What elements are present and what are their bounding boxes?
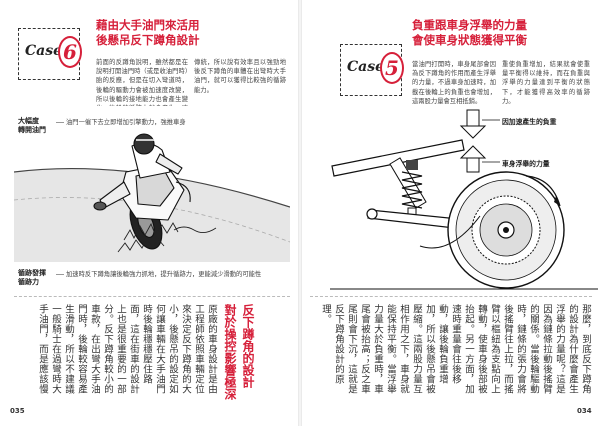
page-number: 035 — [10, 407, 25, 415]
case-badge: Case 5 — [340, 44, 404, 96]
label-traction-line1: 循跡發揮 — [18, 268, 46, 277]
case-word: Case — [25, 43, 63, 59]
label-throttle-line1: 大幅度 — [18, 116, 39, 125]
book-gutter — [298, 0, 302, 426]
desc-throttle: 油門一催下去立即增加引擎動力，強推車身 — [66, 119, 186, 126]
cornering-illustration — [14, 112, 290, 262]
intro-text-col1: 當油門打開時，車身尾部會因為反下蹲角的作用而產生浮舉的力量，不過車身加速時，加載… — [412, 61, 496, 104]
suspension-diagram — [330, 106, 598, 292]
page-title-line1: 藉由大手油門來活用 — [96, 18, 200, 32]
label-traction: 循跡發揮 循跡力 — [18, 268, 46, 286]
label-throttle-line2: 轉開油門 — [18, 125, 46, 134]
intro-text-col1: 前面的反蹲角說明，雖然都是在說明打開油門時（或是收油門時）胎的反應，但是在切入彎… — [96, 59, 188, 106]
intro-text-col2: 傳統，所以說有效率且以強勁地後反下蹲角的車體在出彎時大手油門，就可以獲得比較強的… — [194, 59, 286, 94]
left-page: Case 6 藉由大手油門來活用 後懸吊反下蹲角設計 前面的反蹲角說明，雖然都是… — [0, 0, 298, 426]
case-badge: Case 6 — [18, 28, 82, 80]
page-number: 034 — [577, 407, 592, 415]
intro-text-col2: 重使負重增加，結果就會使重量平衡得以維持，而在負重與浮舉的力量達到平衡的狀態下，… — [502, 61, 590, 104]
load-arrow — [459, 109, 487, 139]
right-page: Case 5 負重跟車身浮舉的力量 會使車身狀態獲得平衡 當油門打開時，車身尾部… — [302, 0, 600, 426]
case-number: 6 — [63, 40, 77, 64]
lift-arrow — [459, 145, 487, 173]
motorcycle-cornering-drawing — [14, 112, 290, 262]
case-number-circle: 5 — [380, 52, 404, 84]
callout-load: 因加速產生的負重 — [502, 118, 557, 126]
case-word: Case — [347, 59, 385, 75]
section-divider — [310, 296, 592, 297]
desc-traction: 加速時反下蹲角讓後輪強力抓地，提升循跡力，更能減少滑動的可能性 — [66, 271, 262, 278]
vertical-body-text: 那麼，到底反下蹲角的設計為什麼會產生浮舉的力量呢？這是因為鏈條拉動後搖臂的關係。… — [320, 304, 591, 394]
rear-wheel — [447, 171, 565, 289]
page-title-line2: 後懸吊反下蹲角設計 — [96, 33, 200, 47]
label-traction-line2: 循跡力 — [18, 277, 39, 286]
label-rule — [56, 274, 64, 275]
vertical-body-text: 原廠的車身設計是由工程師依照車輛定位來決定反下蹲角的大小，後懸吊的設定如何讓車輛… — [37, 304, 217, 394]
vertical-title-line2: 對於操控影響極深 — [223, 304, 237, 400]
callout-lift: 車身浮舉的力量 — [502, 160, 550, 168]
skid-texture — [117, 222, 217, 253]
page-title-line2: 會使車身狀態獲得平衡 — [412, 33, 527, 47]
label-throttle: 大幅度 轉開油門 — [18, 116, 46, 134]
case-number: 5 — [385, 56, 399, 80]
vertical-title-line1: 反下蹲角的設計 — [241, 304, 255, 388]
label-rule — [56, 122, 64, 123]
section-divider — [14, 296, 290, 297]
swingarm-drawing — [330, 109, 598, 290]
case-number-circle: 6 — [58, 36, 82, 68]
page-title-line1: 負重跟車身浮舉的力量 — [412, 18, 527, 32]
